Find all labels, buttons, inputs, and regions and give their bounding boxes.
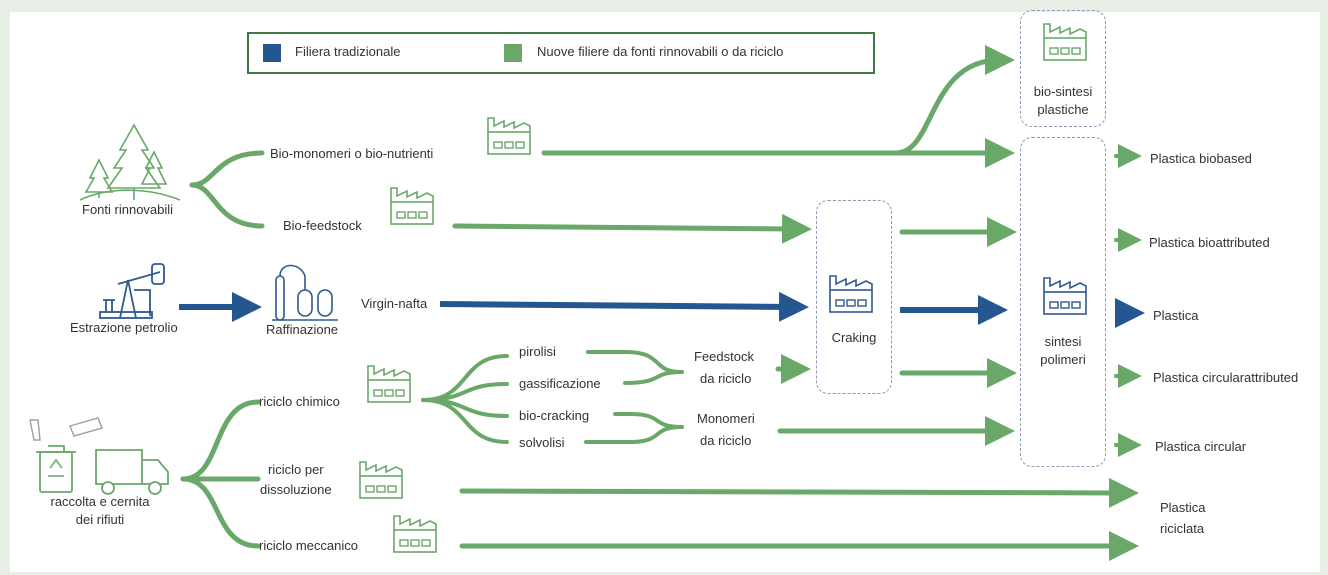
output-circular-attributed: Plastica circularattributed — [1153, 370, 1299, 385]
process-biocracking: bio-cracking — [519, 408, 590, 423]
output-recycled-line2: riciclata — [1160, 521, 1205, 536]
renewable-branch — [189, 150, 265, 229]
polymer-synthesis-box — [1020, 137, 1106, 467]
legend: Filiera tradizionale Nuove filiere da fo… — [247, 32, 875, 74]
route-mechanical: riciclo meccanico — [259, 538, 358, 553]
green-arrows — [452, 45, 1139, 561]
tree-icon — [79, 123, 181, 201]
biosynthesis-line2: plastiche — [1037, 102, 1089, 117]
bottle-icon — [29, 417, 103, 441]
route-bio-monomers: Bio-monomeri o bio-nutrienti — [270, 146, 434, 161]
monomers-line1: Monomeri — [697, 411, 755, 426]
source-renewable: Fonti rinnovabili — [82, 202, 174, 217]
biosynthesis-box — [1020, 10, 1106, 127]
cracking-label: Craking — [831, 330, 877, 345]
waste-branch — [180, 399, 261, 549]
output-arrows — [1114, 144, 1142, 457]
biosynthesis-line1: bio-sintesi — [1033, 84, 1093, 99]
waste-label-line1: raccolta e cernita — [50, 494, 150, 509]
output-plastic: Plastica — [1153, 308, 1199, 323]
legend-swatch-new — [504, 44, 522, 62]
feedstock-line2: da riciclo — [700, 371, 752, 386]
truck-icon — [95, 449, 169, 495]
refinery-icon — [272, 264, 338, 321]
legend-new: Nuove filiere da fonti rinnovabili o da … — [537, 44, 784, 59]
refining-label: Raffinazione — [266, 322, 339, 337]
recycle-bin-icon — [36, 445, 76, 493]
polymer-line1: sintesi — [1044, 334, 1082, 349]
waste-label-line2: dei rifiuti — [75, 512, 125, 527]
factory-icon-dissolution — [359, 461, 403, 499]
output-recycled-line1: Plastica — [1160, 500, 1206, 515]
route-bio-feedstock: Bio-feedstock — [283, 218, 362, 233]
factory-icon-biomonomers — [487, 117, 531, 155]
polymer-line2: polimeri — [1040, 352, 1086, 367]
route-dissolution-line1: riciclo per — [268, 462, 324, 477]
process-solvolysis: solvolisi — [519, 435, 565, 450]
process-pyrolysis: pirolisi — [519, 344, 556, 359]
source-oil: Estrazione petrolio — [70, 320, 178, 335]
feedstock-line1: Feedstock — [694, 349, 754, 364]
output-circular: Plastica circular — [1155, 439, 1247, 454]
output-bioattributed: Plastica bioattributed — [1149, 235, 1270, 250]
route-dissolution-line2: dissoluzione — [260, 482, 332, 497]
process-gasification: gassificazione — [519, 376, 601, 391]
output-biobased: Plastica biobased — [1150, 151, 1252, 166]
cracking-box — [816, 200, 892, 394]
factory-icon-biofeedstock — [390, 187, 434, 225]
chemical-fan — [421, 350, 684, 444]
route-chemical: riciclo chimico — [259, 394, 340, 409]
monomers-line2: da riciclo — [700, 433, 752, 448]
legend-traditional: Filiera tradizionale — [295, 44, 401, 59]
blue-arrows — [179, 291, 1145, 328]
factory-icon-mechanical — [393, 515, 437, 553]
legend-swatch-traditional — [263, 44, 281, 62]
factory-icon-chemical — [367, 365, 411, 403]
oil-pump-icon — [99, 263, 165, 319]
route-virgin-nafta: Virgin-nafta — [361, 296, 428, 311]
